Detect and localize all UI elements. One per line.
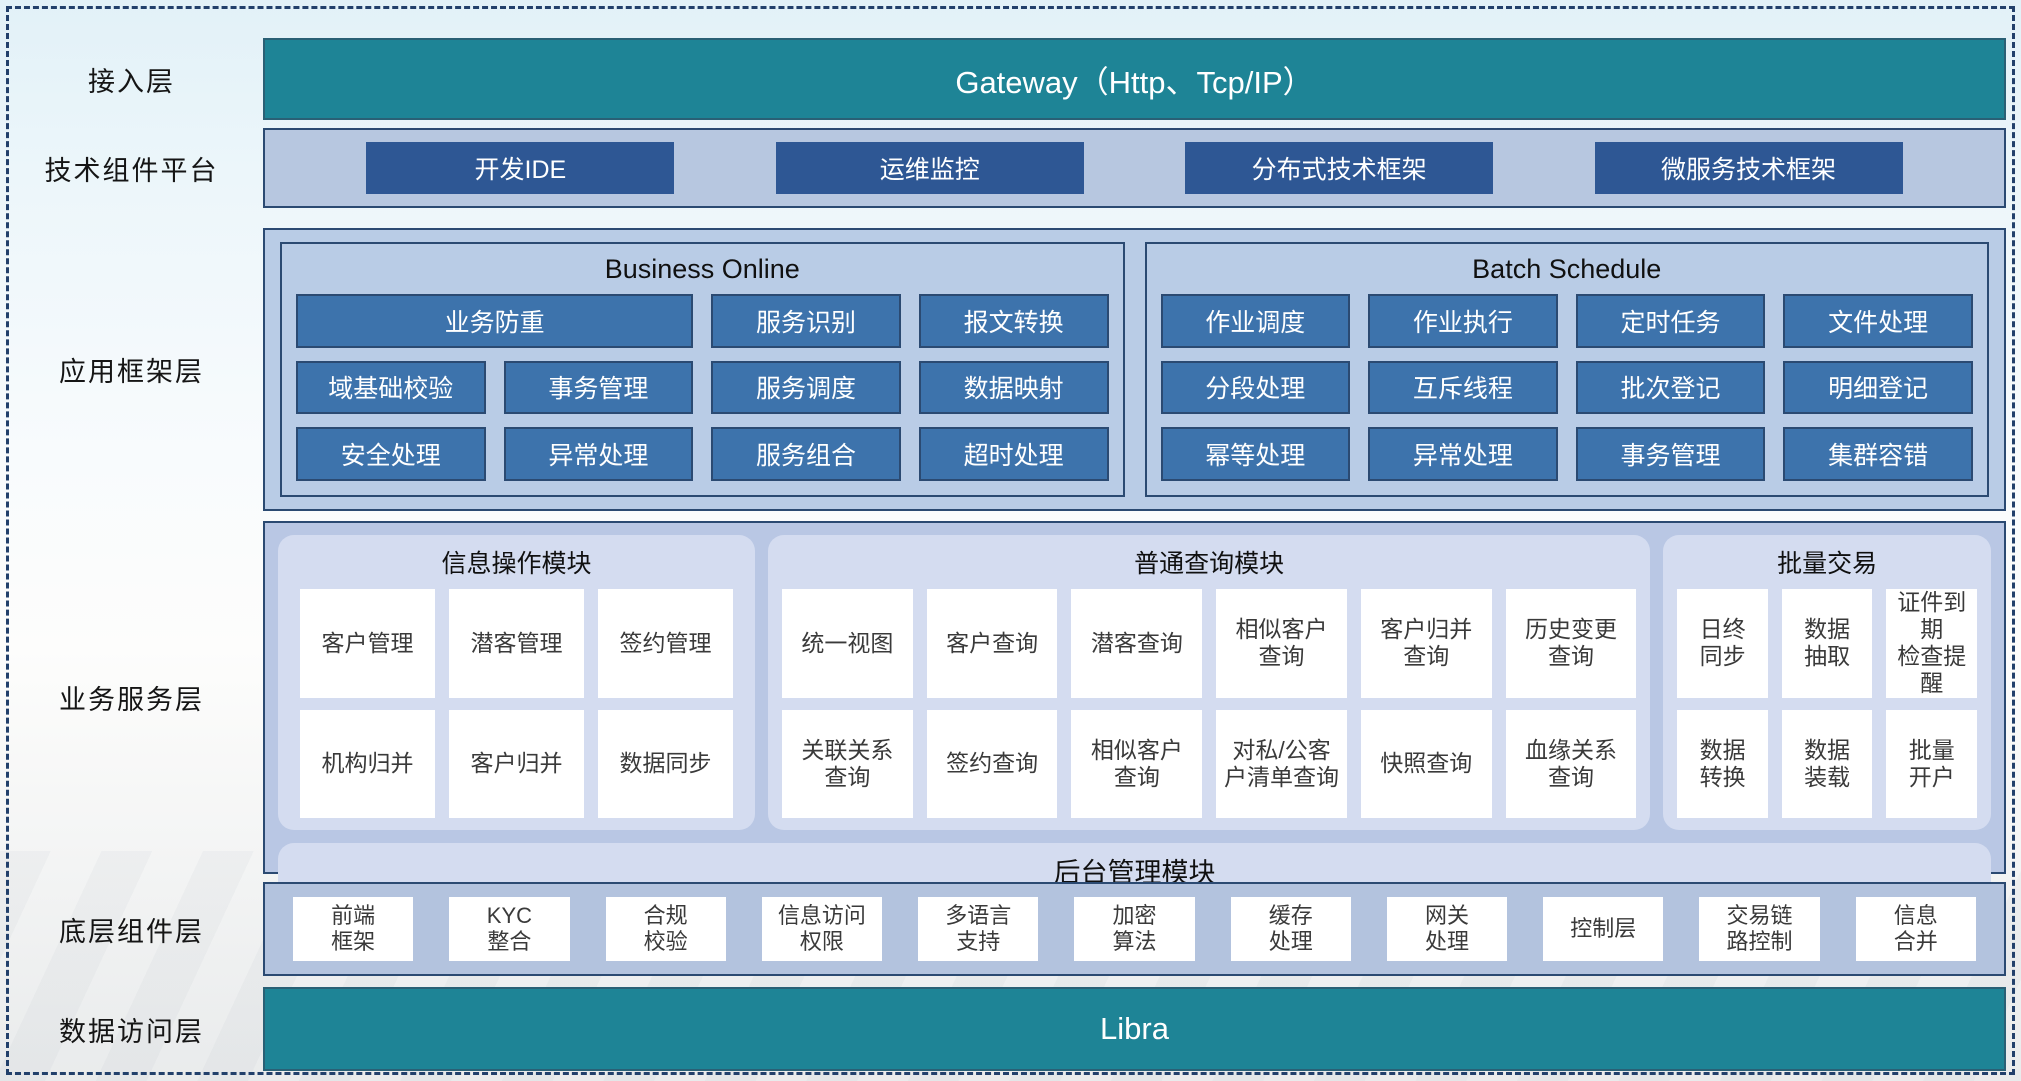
- business-online-grid: 业务防重服务识别报文转换域基础校验事务管理服务调度数据映射安全处理异常处理服务组…: [296, 294, 1109, 481]
- batch-transaction-title: 批量交易: [1777, 550, 1878, 578]
- layer-label-bottom-components: 底层组件层: [59, 916, 204, 947]
- info-operation-grid: 客户管理潜客管理签约管理机构归并客户归并数据同步: [292, 589, 741, 818]
- common-query-box: 关联关系 查询: [782, 709, 913, 818]
- tech-platform-row: 技术组件平台 开发IDE 运维监控 分布式技术框架 微服务技术框架: [0, 128, 2006, 208]
- layer-label-business-service: 业务服务层: [59, 685, 204, 715]
- batch-schedule-panel: Batch Schedule 作业调度作业执行定时任务文件处理分段处理互斥线程批…: [1144, 242, 1989, 497]
- batch-transaction-box: 日终 同步: [1677, 589, 1768, 698]
- bottom-component-box: 加密 算法: [1074, 897, 1195, 961]
- gateway-bar: Gateway（Http、Tcp/IP）: [263, 38, 2006, 120]
- info-operation-box: 签约管理: [598, 589, 734, 698]
- common-query-box: 历史变更 查询: [1505, 589, 1637, 698]
- common-query-box: 潜客查询: [1071, 589, 1203, 698]
- common-query-box: 统一视图: [782, 589, 913, 698]
- batch-schedule-block: 明细登记: [1783, 360, 1973, 415]
- tech-component-button: 分布式技术框架: [1185, 142, 1494, 194]
- batch-transaction-box: 批量 开户: [1886, 709, 1977, 818]
- batch-transaction-module: 批量交易 日终 同步数据 抽取证件到期 检查提醒数据 转换数据 装载批量 开户: [1663, 535, 1991, 830]
- batch-schedule-block: 分段处理: [1160, 360, 1351, 415]
- common-query-box: 签约查询: [926, 709, 1058, 818]
- info-operation-box: 客户归并: [449, 709, 585, 818]
- info-operation-box: 数据同步: [598, 709, 734, 818]
- business-online-block: 超时处理: [918, 427, 1109, 481]
- business-online-block: 服务调度: [711, 360, 901, 415]
- layer-label-data-access: 数据访问层: [59, 1016, 204, 1047]
- layer-label-app-framework: 应用框架层: [59, 357, 204, 387]
- batch-schedule-block: 文件处理: [1783, 294, 1973, 348]
- access-layer-row: 接入层 Gateway（Http、Tcp/IP）: [0, 38, 2006, 120]
- info-operation-box: 客户管理: [300, 589, 435, 698]
- tech-component-button: 运维监控: [775, 142, 1084, 194]
- batch-transaction-box: 数据 转换: [1677, 709, 1768, 818]
- batch-schedule-block: 作业调度: [1160, 294, 1351, 348]
- batch-transaction-box: 数据 装载: [1781, 709, 1873, 818]
- bottom-component-box: 交易链 路控制: [1699, 897, 1820, 961]
- bottom-component-box: 信息 合并: [1855, 897, 1976, 961]
- batch-transaction-box: 证件到期 检查提醒: [1886, 589, 1977, 698]
- batch-schedule-block: 定时任务: [1575, 294, 1766, 348]
- bottom-components-row: 底层组件层 前端 框架 KYC 整合合规 校验信息访问 权限多语言 支持加密 算法…: [0, 882, 2006, 976]
- business-service-row: 业务服务层 信息操作模块 客户管理潜客管理签约管理机构归并客户归并数据同步 普通…: [0, 521, 2006, 975]
- business-online-block: 业务防重: [296, 294, 694, 348]
- batch-schedule-block: 事务管理: [1575, 427, 1766, 481]
- bottom-component-box: 多语言 支持: [918, 897, 1039, 961]
- app-framework-row: 应用框架层 Business Online 业务防重服务识别报文转换域基础校验事…: [0, 228, 2006, 511]
- batch-schedule-block: 批次登记: [1575, 360, 1766, 415]
- business-service-container: 信息操作模块 客户管理潜客管理签约管理机构归并客户归并数据同步 普通查询模块 统…: [263, 521, 2006, 975]
- layer-label-access: 接入层: [88, 66, 175, 97]
- common-query-box: 快照查询: [1360, 709, 1492, 818]
- batch-transaction-grid: 日终 同步数据 抽取证件到期 检查提醒数据 转换数据 装载批量 开户: [1677, 589, 1977, 818]
- common-query-title: 普通查询模块: [1134, 550, 1285, 578]
- libra-bar: Libra: [263, 987, 2006, 1071]
- tech-component-button: 开发IDE: [366, 142, 675, 194]
- app-framework-container: Business Online 业务防重服务识别报文转换域基础校验事务管理服务调…: [263, 228, 2006, 511]
- batch-schedule-block: 异常处理: [1368, 427, 1558, 481]
- business-service-top: 信息操作模块 客户管理潜客管理签约管理机构归并客户归并数据同步 普通查询模块 统…: [278, 535, 1991, 830]
- business-online-block: 服务组合: [711, 427, 901, 481]
- batch-schedule-block: 集群容错: [1783, 427, 1973, 481]
- bottom-components-container: 前端 框架 KYC 整合合规 校验信息访问 权限多语言 支持加密 算法缓存 处理网…: [263, 882, 2006, 976]
- business-online-block: 异常处理: [503, 427, 694, 481]
- common-query-box: 客户查询: [926, 589, 1058, 698]
- info-operation-module: 信息操作模块 客户管理潜客管理签约管理机构归并客户归并数据同步: [278, 535, 756, 830]
- layer-label-tech-platform: 技术组件平台: [44, 155, 219, 186]
- business-online-block: 安全处理: [296, 427, 486, 481]
- business-online-block: 域基础校验: [296, 360, 486, 415]
- batch-transaction-box: 数据 抽取: [1781, 589, 1873, 698]
- common-query-grid: 统一视图客户查询潜客查询相似客户 查询客户归并 查询历史变更 查询关联关系 查询…: [782, 589, 1637, 818]
- business-online-title: Business Online: [604, 254, 800, 284]
- info-operation-box: 机构归并: [300, 709, 435, 818]
- tech-platform-container: 开发IDE 运维监控 分布式技术框架 微服务技术框架: [263, 128, 2006, 208]
- common-query-box: 相似客户 查询: [1216, 589, 1347, 698]
- bottom-component-box: 合规 校验: [605, 897, 726, 961]
- batch-schedule-block: 幂等处理: [1160, 427, 1351, 481]
- data-access-row: 数据访问层 Libra: [0, 987, 2006, 1071]
- bottom-component-box: 控制层: [1543, 897, 1664, 961]
- tech-component-button: 微服务技术框架: [1594, 142, 1903, 194]
- business-online-panel: Business Online 业务防重服务识别报文转换域基础校验事务管理服务调…: [280, 242, 1125, 497]
- batch-schedule-title: Batch Schedule: [1472, 254, 1662, 284]
- bottom-component-box: 网关 处理: [1386, 897, 1508, 961]
- batch-schedule-grid: 作业调度作业执行定时任务文件处理分段处理互斥线程批次登记明细登记幂等处理异常处理…: [1160, 294, 1973, 481]
- info-operation-box: 潜客管理: [449, 589, 585, 698]
- batch-schedule-block: 作业执行: [1368, 294, 1558, 348]
- business-online-block: 数据映射: [918, 360, 1109, 415]
- bottom-component-box: 信息访问 权限: [761, 897, 883, 961]
- info-operation-title: 信息操作模块: [441, 550, 592, 578]
- common-query-box: 客户归并 查询: [1360, 589, 1492, 698]
- common-query-box: 对私/公客 户清单查询: [1216, 709, 1347, 818]
- common-query-box: 相似客户 查询: [1071, 709, 1203, 818]
- business-online-block: 事务管理: [503, 360, 694, 415]
- common-query-module: 普通查询模块 统一视图客户查询潜客查询相似客户 查询客户归并 查询历史变更 查询…: [768, 535, 1651, 830]
- business-online-block: 服务识别: [711, 294, 901, 348]
- business-online-block: 报文转换: [918, 294, 1109, 348]
- bottom-component-box: 缓存 处理: [1230, 897, 1351, 961]
- common-query-box: 血缘关系 查询: [1505, 709, 1637, 818]
- batch-schedule-block: 互斥线程: [1368, 360, 1558, 415]
- bottom-component-box: 前端 框架: [293, 897, 414, 961]
- bottom-component-box: KYC 整合: [449, 897, 570, 961]
